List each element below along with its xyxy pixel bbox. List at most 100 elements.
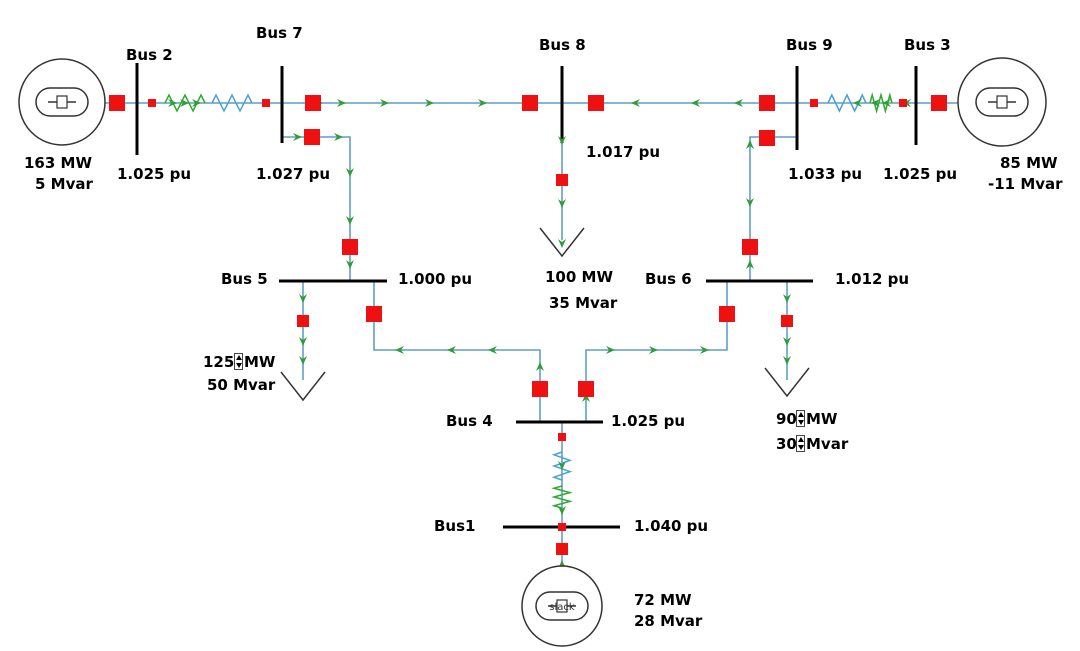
breaker-bus9-xfmr[interactable] — [810, 99, 818, 107]
load5-mw-spinner-icon[interactable] — [234, 353, 243, 370]
breaker-bus3-xfmr[interactable] — [899, 99, 907, 107]
flow-arrow-icon — [299, 294, 307, 303]
load6-mw-value[interactable]: 90 — [776, 410, 797, 428]
transformer-bus2-secondary-icon — [211, 93, 253, 113]
flow-arrow-icon — [783, 294, 791, 303]
flow-arrow-icon — [734, 99, 743, 107]
transformer-bus1-secondary-icon — [551, 451, 573, 481]
breaker-bus9-bus8[interactable] — [759, 95, 775, 111]
breaker-bus4-bus6[interactable] — [578, 381, 594, 397]
flow-arrow-icon — [395, 346, 404, 354]
flow-arrow-icon — [425, 99, 434, 107]
gen2-mw: 163 MW — [24, 154, 93, 172]
breaker-bus1-xfmr[interactable] — [558, 523, 566, 531]
transformer-bus1-primary-icon — [551, 485, 573, 509]
breaker-gen1[interactable] — [556, 543, 568, 555]
bus8-voltage: 1.017 pu — [586, 143, 661, 161]
flow-arrow-icon — [293, 133, 302, 141]
flow-arrow-icon — [192, 99, 201, 107]
bus4-voltage: 1.025 pu — [611, 412, 686, 430]
flow-arrow-icon — [746, 260, 754, 269]
flow-arrow-icon — [337, 99, 346, 107]
load6-mw-unit: MW — [806, 410, 838, 428]
flow-arrow-icon — [299, 337, 307, 346]
breaker-bus4-xfmr[interactable] — [558, 433, 566, 441]
transformer-bus3-secondary-icon — [827, 93, 867, 113]
bus1-name: Bus1 — [434, 517, 476, 535]
flow-arrow-icon — [746, 198, 754, 207]
breaker-bus5-from-bus7[interactable] — [342, 239, 358, 255]
breaker-gen2[interactable] — [109, 95, 125, 111]
gen1-mvar: 28 Mvar — [634, 612, 703, 630]
breaker-bus4-bus5[interactable] — [532, 381, 548, 397]
load6-mvar-value[interactable]: 30 — [776, 435, 797, 453]
breaker-bus7-bus5[interactable] — [304, 129, 320, 145]
load-bus6-icon — [764, 367, 810, 398]
generator-gen1-core-icon — [556, 599, 568, 613]
flow-arrow-icon — [447, 346, 456, 354]
gen1-slack-label: slack — [549, 602, 575, 613]
breaker-bus8-west[interactable] — [522, 95, 538, 111]
flow-arrow-icon — [558, 461, 566, 470]
line-bus9-bus6 — [749, 136, 797, 281]
load6-mvar-spinner-icon[interactable] — [796, 435, 805, 452]
bus6-voltage: 1.012 pu — [835, 270, 910, 288]
breaker-bus8-load[interactable] — [556, 174, 568, 186]
flow-arrow-icon — [346, 168, 354, 177]
bus2-voltage: 1.025 pu — [117, 165, 192, 183]
flow-arrow-icon — [691, 99, 700, 107]
flow-arrow-icon — [346, 260, 354, 269]
breaker-bus6-from-bus9[interactable] — [742, 239, 758, 255]
flow-arrow-icon — [558, 136, 566, 145]
load6-mw-spinner-icon[interactable] — [796, 410, 805, 427]
bus2-name: Bus 2 — [126, 46, 173, 64]
bus4-name: Bus 4 — [446, 412, 493, 430]
flow-arrow-icon — [631, 99, 640, 107]
breaker-bus2-xfmr[interactable] — [148, 99, 156, 107]
flow-arrow-icon — [380, 99, 389, 107]
bus3-voltage: 1.025 pu — [883, 165, 958, 183]
breaker-bus5-bus4[interactable] — [366, 306, 382, 322]
load5-mvar: 50 Mvar — [207, 376, 276, 394]
gen3-mw: 85 MW — [1000, 154, 1058, 172]
flow-arrow-icon — [700, 346, 709, 354]
load8-mw: 100 MW — [545, 268, 614, 286]
flow-arrow-icon — [478, 99, 487, 107]
breaker-gen3[interactable] — [931, 95, 947, 111]
load8-mvar: 35 Mvar — [549, 294, 618, 312]
breaker-bus6-bus4[interactable] — [719, 306, 735, 322]
flow-arrow-icon — [882, 99, 891, 107]
flow-arrow-icon — [871, 99, 880, 107]
bus9-name: Bus 9 — [786, 36, 833, 54]
breaker-bus7-bus8[interactable] — [305, 95, 321, 111]
flow-arrow-icon — [488, 346, 497, 354]
bus1-voltage: 1.040 pu — [634, 517, 709, 535]
flow-arrow-icon — [558, 506, 566, 515]
flow-arrow-icon — [582, 393, 590, 402]
breaker-bus6-load[interactable] — [781, 315, 793, 327]
flow-arrow-icon — [783, 337, 791, 346]
generator-gen3-core-icon — [996, 95, 1008, 109]
flow-arrow-icon — [168, 99, 177, 107]
load5-mw-value[interactable]: 125 — [203, 353, 235, 371]
breaker-bus5-load[interactable] — [297, 315, 309, 327]
generator-gen2-core-icon — [56, 95, 68, 109]
transformer-bus2-primary-icon — [164, 93, 206, 113]
flow-arrow-icon — [180, 99, 189, 107]
flow-arrow-icon — [783, 356, 791, 365]
bus3-name: Bus 3 — [904, 36, 951, 54]
gen1-mw: 72 MW — [634, 591, 692, 609]
breaker-bus9-bus6[interactable] — [759, 130, 775, 146]
breaker-bus7-xfmr[interactable] — [262, 99, 270, 107]
load6-mvar-unit: Mvar — [806, 435, 849, 453]
flow-arrow-icon — [606, 346, 615, 354]
flow-arrow-icon — [334, 133, 343, 141]
bus9-voltage: 1.033 pu — [788, 165, 863, 183]
gen3-mvar: -11 Mvar — [988, 175, 1063, 193]
bus5-voltage: 1.000 pu — [398, 270, 473, 288]
flow-arrow-icon — [299, 356, 307, 365]
breaker-bus8-east[interactable] — [588, 95, 604, 111]
flow-arrow-icon — [346, 216, 354, 225]
load-bus8-icon — [539, 227, 585, 258]
